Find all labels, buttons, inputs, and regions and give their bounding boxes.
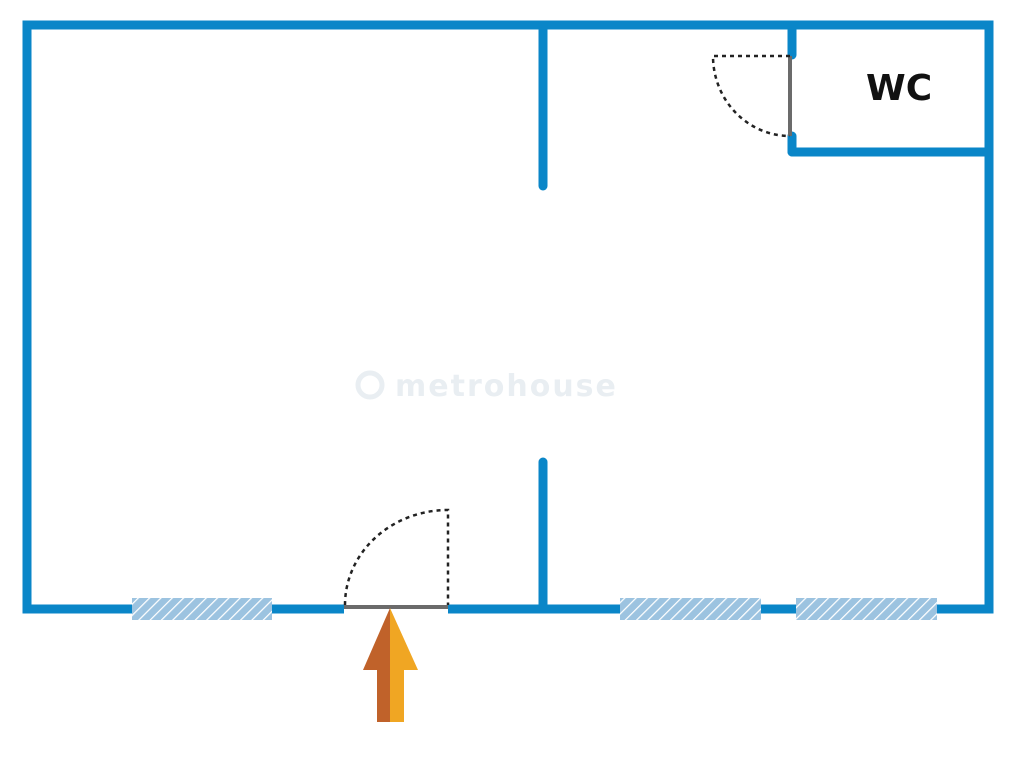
window-middle (620, 598, 761, 620)
wc-label: WC (866, 68, 932, 109)
metrohouse-logo-icon (355, 370, 385, 400)
outer-wall (22, 20, 994, 614)
watermark: metrohouse (355, 369, 618, 404)
wc-door (711, 54, 792, 138)
window-left (132, 598, 272, 620)
window-right (796, 598, 937, 620)
entrance-door (343, 508, 450, 614)
watermark-text: metrohouse (395, 369, 618, 404)
entrance-arrow-icon (363, 608, 418, 722)
